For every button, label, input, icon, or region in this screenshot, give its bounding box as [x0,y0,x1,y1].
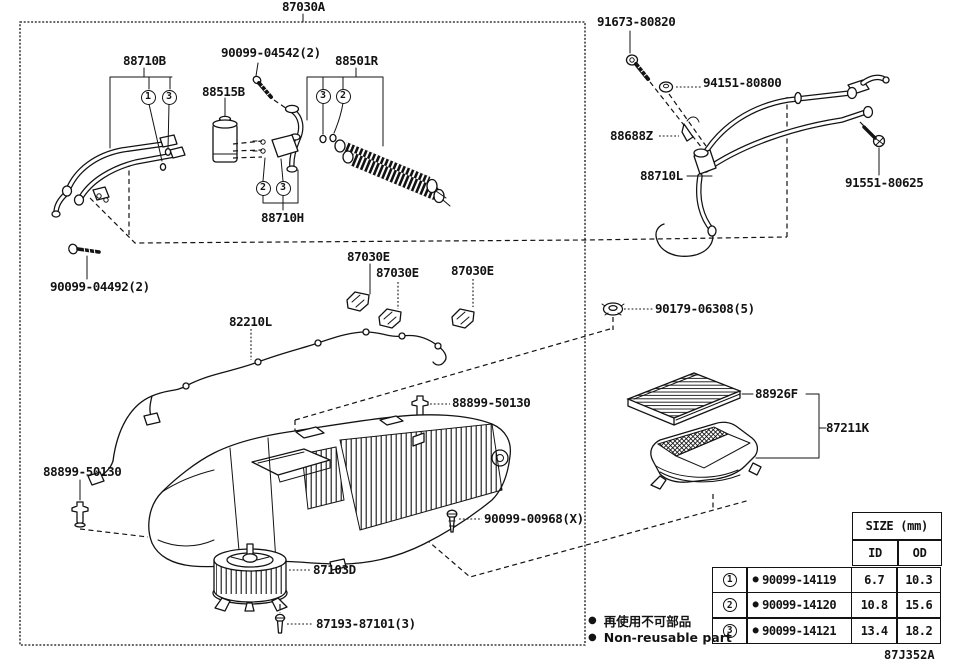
part-label-88515b: 88515B [202,84,245,99]
part-label-88501r: 88501R [335,53,378,68]
part-label-87030e-1: 87030E [347,249,390,264]
part-label-87103d: 87103D [313,562,356,577]
size-table-header: SIZE (mm) ID OD [852,512,942,566]
callout-88710h-3: 3 [275,180,291,196]
col-header-id: ID [853,540,897,565]
part-label-90099-00968: 90099-00968(X) [484,511,584,526]
part-label-88710b: 88710B [123,53,166,68]
table-row-2-callout: 2 [713,593,746,618]
non-reusable-bullet: ● [588,614,597,626]
callout-88710b-1: 1 [140,89,156,105]
callout-88710b-3: 3 [161,89,177,105]
drawing-code: 87J352A [884,648,935,662]
legend-jp: ● 再使用不可部品 [588,611,691,630]
part-label-87193-87101: 87193-87101(3) [316,616,416,631]
part-label-90099-04492: 90099-04492(2) [50,279,150,294]
dashed-reference-lines [89,97,788,578]
drier-icon-88515b [212,97,263,163]
tube-assembly-88710l [625,30,890,257]
non-reusable-bullet: ● [752,599,759,611]
part-label-91673-80820: 91673-80820 [597,14,676,29]
hose-assembly-88501r [334,139,451,207]
legend-en: ● Non-reusable part [588,630,732,645]
callout-circle-2: 2 [722,598,737,613]
part-label-87030e-2: 87030E [376,265,419,280]
table-row-1-id: 6.7 [852,568,897,592]
expansion-valve-icon [252,104,304,173]
pipe-assembly-88710b [51,67,186,218]
screw-icon-00968 [446,509,482,533]
non-reusable-bullet: ● [752,624,759,636]
part-label-87211k: 87211K [826,420,869,435]
part-label-88899-50130-left: 88899-50130 [43,464,122,479]
part-label-88710l: 88710L [640,168,683,183]
non-reusable-bullet: ● [588,631,597,643]
non-reusable-bullet: ● [752,573,759,585]
callout-circle-3: 3 [722,623,737,638]
part-label-82210l: 82210L [229,314,272,329]
part-number: 90099-14120 [762,598,837,613]
part-label-90099-04542: 90099-04542(2) [221,45,321,60]
legend-en-text: Non-reusable part [603,630,732,645]
part-label-90179-06308: 90179-06308(5) [655,301,755,316]
part-label-88710h: 88710H [261,210,304,225]
table-row-3-od: 18.2 [897,618,940,643]
col-header-od: OD [898,540,941,565]
part-number: 90099-14119 [762,572,837,587]
part-label-87030a: 87030A [282,0,325,14]
part-label-88899-50130-right: 88899-50130 [452,395,531,410]
part-label-91551-80625: 91551-80625 [845,175,924,190]
part-number: 90099-14121 [762,623,837,638]
clip-icons-87030e [346,263,475,329]
part-label-94151-80800: 94151-80800 [703,75,782,90]
table-row-1-od: 10.3 [897,568,940,592]
table-row-3-callout: 3 [713,618,746,643]
table-row-1-part: ● 90099-14119 [747,568,851,592]
bolt-icon-04492 [68,243,101,280]
bolt-icon-04542 [252,62,294,114]
clip-icon-88899-left [71,479,149,538]
table-row-1-callout: 1 [713,568,746,592]
table-row-3-part: ● 90099-14121 [747,618,851,643]
part-label-88688z: 88688Z [610,128,653,143]
part-label-87030e-3: 87030E [451,263,494,278]
grommet-icon-90179 [601,302,653,330]
table-row-2-part: ● 90099-14120 [747,593,851,618]
oring-icons [262,67,384,211]
part-label-88926f: 88926F [755,386,798,401]
hvac-unit-drawing [148,414,512,571]
callout-88501r-3: 3 [315,88,331,104]
callout-88710h-2: 2 [255,180,271,196]
size-header-cell: SIZE (mm) [853,513,941,539]
legend-jp-text: 再使用不可部品 [603,614,692,629]
table-row-2-od: 15.6 [897,593,940,618]
diagram-frame [19,13,586,646]
callout-circle-1: 1 [722,572,737,587]
table-row-3-id: 13.4 [852,618,897,643]
filter-and-housing [626,372,827,490]
size-table-body: 1 ● 90099-14119 6.7 10.3 2 ● 90099-14120… [712,567,941,644]
wire-harness-82210l [87,328,447,486]
blower-motor-icon [212,543,313,634]
table-row-2-id: 10.8 [852,593,897,618]
callout-88501r-2: 2 [335,88,351,104]
